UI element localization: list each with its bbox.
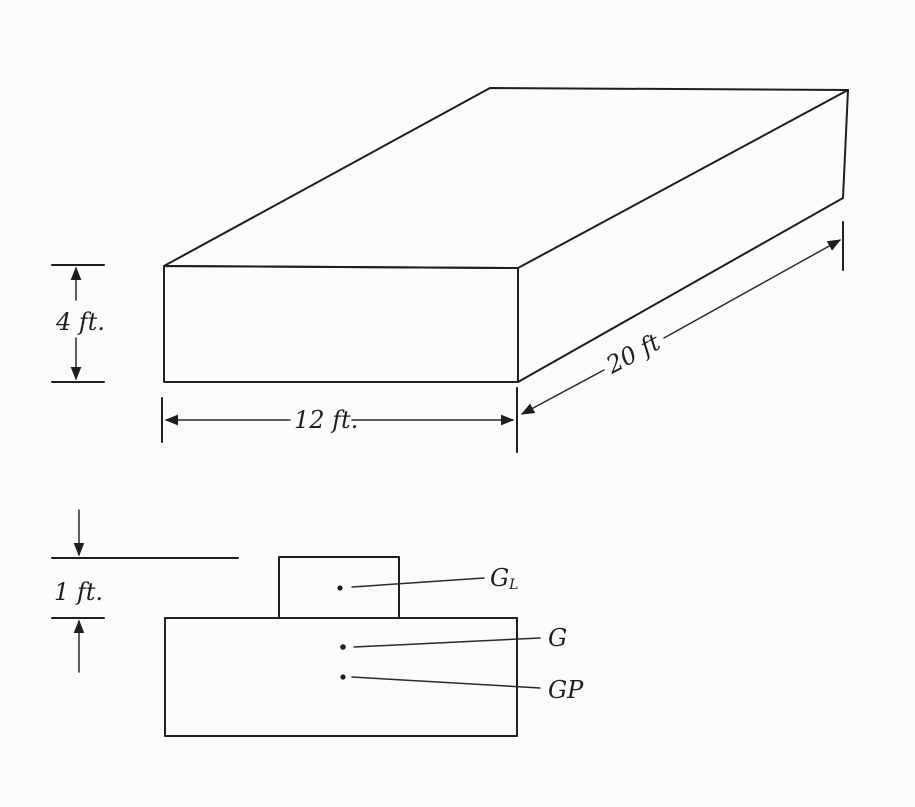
length-arrow-up	[663, 239, 842, 339]
box-front-face	[163, 265, 519, 383]
label-gp: GP	[548, 676, 584, 704]
box-3d	[163, 87, 849, 383]
section-load-block	[278, 556, 400, 618]
dimension-width: 12 ft.	[161, 387, 518, 453]
length-arrow-down	[520, 369, 605, 415]
point-gl	[337, 585, 343, 591]
leader-g	[353, 637, 541, 648]
length-label: 20 ft	[601, 328, 665, 380]
leader-gp	[351, 676, 541, 689]
section-body	[164, 617, 518, 737]
dimension-height: 4 ft.	[51, 264, 105, 383]
draft-label: 1 ft.	[54, 578, 103, 606]
box-right-face	[517, 89, 849, 383]
width-label: 12 ft.	[294, 406, 358, 434]
point-gp	[340, 674, 346, 680]
cross-section: GL G GP	[51, 556, 584, 737]
dimension-length: 20 ft	[520, 221, 844, 415]
label-g: G	[548, 624, 567, 652]
dimension-draft: 1 ft.	[51, 509, 105, 673]
point-g	[340, 644, 346, 650]
leader-gl	[351, 577, 485, 588]
box-top-face	[163, 87, 849, 269]
label-gl: GL	[490, 564, 518, 593]
height-label: 4 ft.	[55, 308, 105, 336]
